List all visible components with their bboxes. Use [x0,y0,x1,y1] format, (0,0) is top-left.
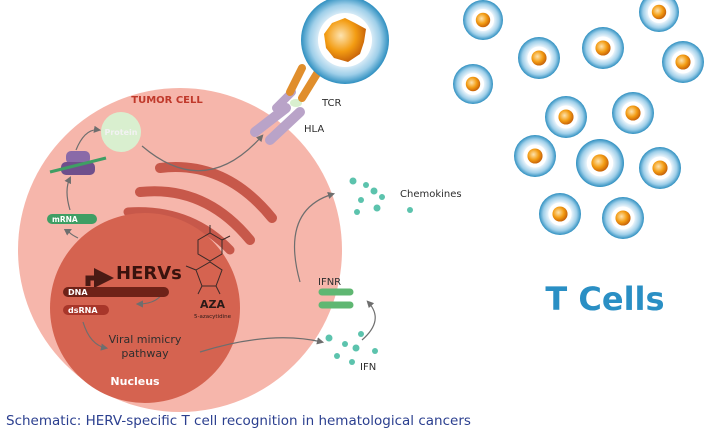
t-cell-icon [582,27,624,69]
dsrna-label: dsRNA [68,306,98,315]
t-cells-group [453,0,704,239]
t-cell-icon [518,37,560,79]
tcr-label: TCR [321,98,342,109]
t-cell-icon [639,0,679,32]
t-cell-icon [612,92,654,134]
t-cell-icon [463,0,503,40]
mrna-pill [47,214,97,224]
tumor-cell-title: TUMOR CELL [131,95,203,106]
aza-label: AZA [200,298,225,311]
figure-caption: Schematic: HERV-specific T cell recognit… [6,413,471,429]
endoplasmic-reticulum [123,162,277,255]
t-cell-icon [662,41,704,83]
nucleus [50,213,240,403]
t-cell-icon [602,197,644,239]
aza-sub-label: 5-azacytidine [194,314,232,320]
t-cell-icon [514,135,556,177]
viral-mimicry-line1: Viral mimicry [109,333,182,346]
peptide-icon [290,99,302,107]
dsrna-bar [63,305,109,315]
ifn-dots [325,331,378,365]
protein-label: Protein [105,128,138,137]
t-cells-label: T Cells [545,280,664,318]
hervs-arrow-icon [85,268,114,288]
ifnr-label: IFNR [318,277,341,288]
engaging-t-cell [301,0,389,84]
protein-bubble [101,112,141,152]
dna-bar [63,287,169,297]
t-cell-icon [639,147,681,189]
tcr-receptor-icon [286,64,322,102]
hla-label: HLA [304,124,324,135]
chemokines-label: Chemokines [400,189,462,200]
t-cell-icon [539,193,581,235]
chemokine-dots [349,177,413,215]
ribosome-icon [49,151,107,175]
viral-mimicry-line2: pathway [121,347,169,360]
nucleus-label: Nucleus [110,375,160,388]
t-cell-icon [576,139,624,187]
t-cell-icon [545,96,587,138]
ifn-label: IFN [360,362,376,373]
aza-molecule-icon [185,225,231,295]
hervs-label: HERVs [116,263,182,284]
t-cell-icon [453,64,493,104]
mrna-label: mRNA [52,215,78,224]
dna-label: DNA [68,288,88,297]
ifnr-receptor-icon [318,288,354,309]
